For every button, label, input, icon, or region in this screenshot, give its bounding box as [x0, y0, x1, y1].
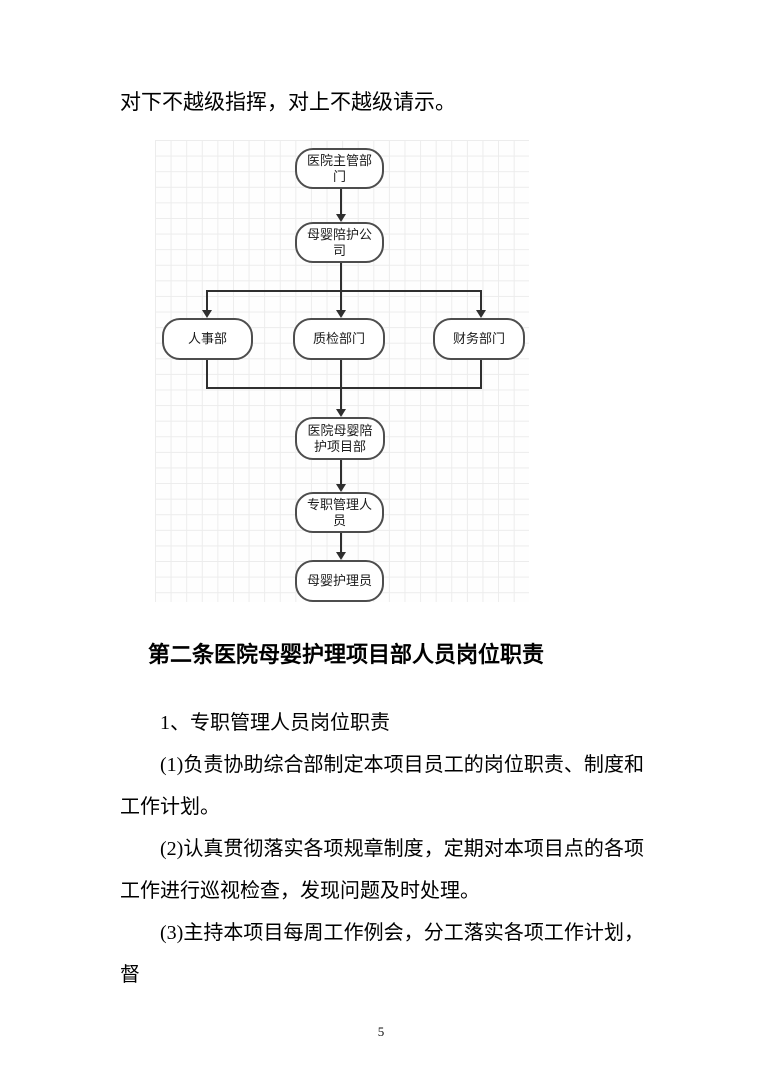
body-text: 1、专职管理人员岗位职责 (1)负责协助综合部制定本项目员工的岗位职责、制度和工… — [120, 702, 644, 996]
flowchart-node-finance-dept: 财务部门 — [433, 318, 525, 360]
arrow-down-icon — [202, 310, 212, 318]
intro-paragraph: 对下不越级指挥，对上不越级请示。 — [120, 90, 456, 114]
flowchart-node-qa-dept: 质检部门 — [293, 318, 385, 360]
page-number: 5 — [377, 1024, 385, 1039]
body-paragraph: (3)主持本项目每周工作例会，分工落实各项工作计划，督 — [120, 922, 644, 986]
flowchart-node-hospital-authority: 医院主管部门 — [295, 148, 384, 189]
connector-line — [340, 290, 342, 311]
arrow-down-icon — [336, 310, 346, 318]
arrow-down-icon — [336, 214, 346, 222]
connector-line — [340, 189, 342, 215]
flowchart-node-hr-dept: 人事部 — [162, 318, 253, 360]
connector-line — [206, 360, 208, 389]
connector-line — [340, 460, 342, 485]
flowchart-node-project-dept: 医院母婴陪护项目部 — [295, 417, 385, 460]
connector-line — [340, 360, 342, 410]
body-paragraph: 1、专职管理人员岗位职责 — [160, 712, 390, 734]
arrow-down-icon — [336, 552, 346, 560]
connector-line — [206, 290, 208, 311]
section-heading: 第二条医院母婴护理项目部人员岗位职责 — [148, 642, 545, 667]
arrow-down-icon — [476, 310, 486, 318]
arrow-down-icon — [336, 409, 346, 417]
connector-line — [480, 290, 482, 311]
flowchart-node-care-company: 母婴陪护公司 — [295, 222, 384, 263]
connector-line — [207, 290, 481, 292]
connector-line — [340, 263, 342, 292]
flowchart-node-managers: 专职管理人员 — [295, 492, 384, 533]
arrow-down-icon — [336, 484, 346, 492]
connector-line — [340, 533, 342, 553]
body-paragraph: (2)认真贯彻落实各项规章制度，定期对本项目点的各项工作进行巡视检查，发现问题及… — [120, 838, 644, 902]
org-flowchart: 医院主管部门 母婴陪护公司 人事部 质检部门 财务部门 医院母婴陪护项目部 专职… — [155, 140, 529, 602]
connector-line — [207, 387, 481, 389]
body-paragraph: (1)负责协助综合部制定本项目员工的岗位职责、制度和工作计划。 — [120, 754, 644, 818]
flowchart-node-caregivers: 母婴护理员 — [295, 560, 384, 602]
connector-line — [480, 360, 482, 389]
